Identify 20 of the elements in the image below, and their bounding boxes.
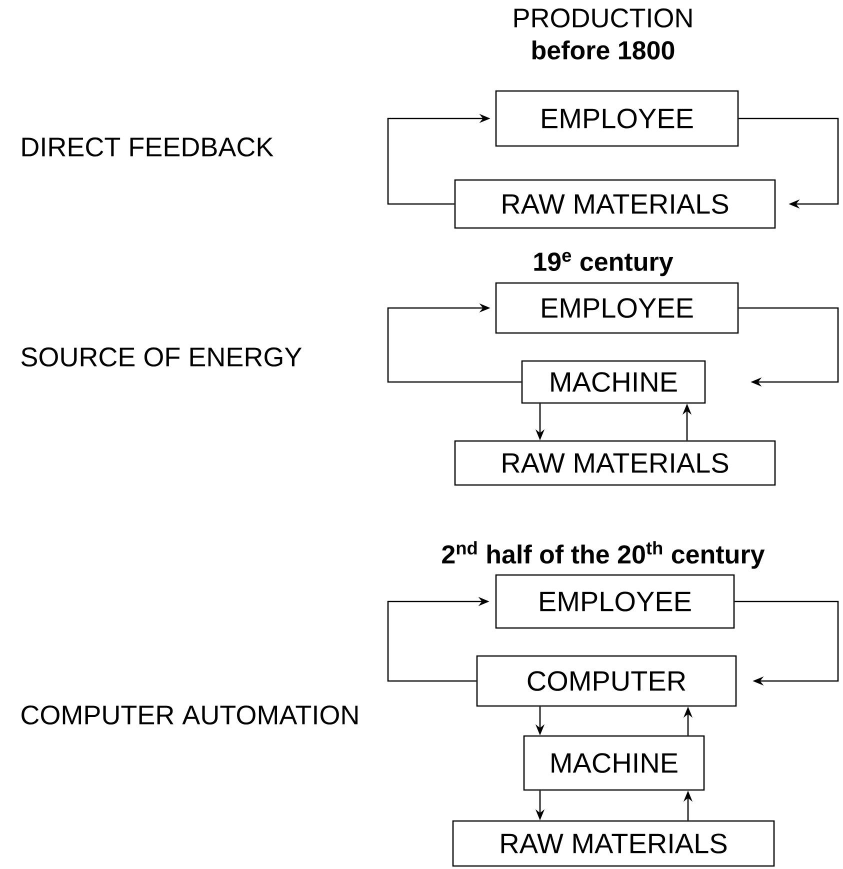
process-box: MACHINE — [523, 735, 705, 791]
process-box: RAW MATERIALS — [454, 440, 776, 486]
stage-label: SOURCE OF ENERGY — [21, 347, 302, 367]
arrow — [734, 600, 839, 686]
arrow — [387, 303, 522, 383]
stage-label: COMPUTER AUTOMATION — [22, 705, 358, 725]
process-box: EMPLOYEE — [495, 574, 735, 629]
process-box: MACHINE — [521, 360, 706, 404]
period-heading: 19$^{e}$ century — [534, 252, 674, 276]
arrow — [738, 118, 839, 209]
process-box: RAW MATERIALS — [454, 179, 776, 229]
period-heading: before 1800 — [532, 40, 674, 60]
process-box: EMPLOYEE — [495, 282, 739, 334]
arrow — [738, 307, 839, 387]
stage-label: DIRECT FEEDBACK — [22, 137, 274, 157]
period-heading: 2$^{nd}$ half of the 20$^{th}$ century — [442, 541, 765, 569]
process-box: EMPLOYEE — [495, 90, 739, 147]
process-box: RAW MATERIALS — [452, 820, 775, 867]
title: PRODUCTION — [514, 8, 692, 28]
process-box: COMPUTER — [476, 655, 737, 707]
